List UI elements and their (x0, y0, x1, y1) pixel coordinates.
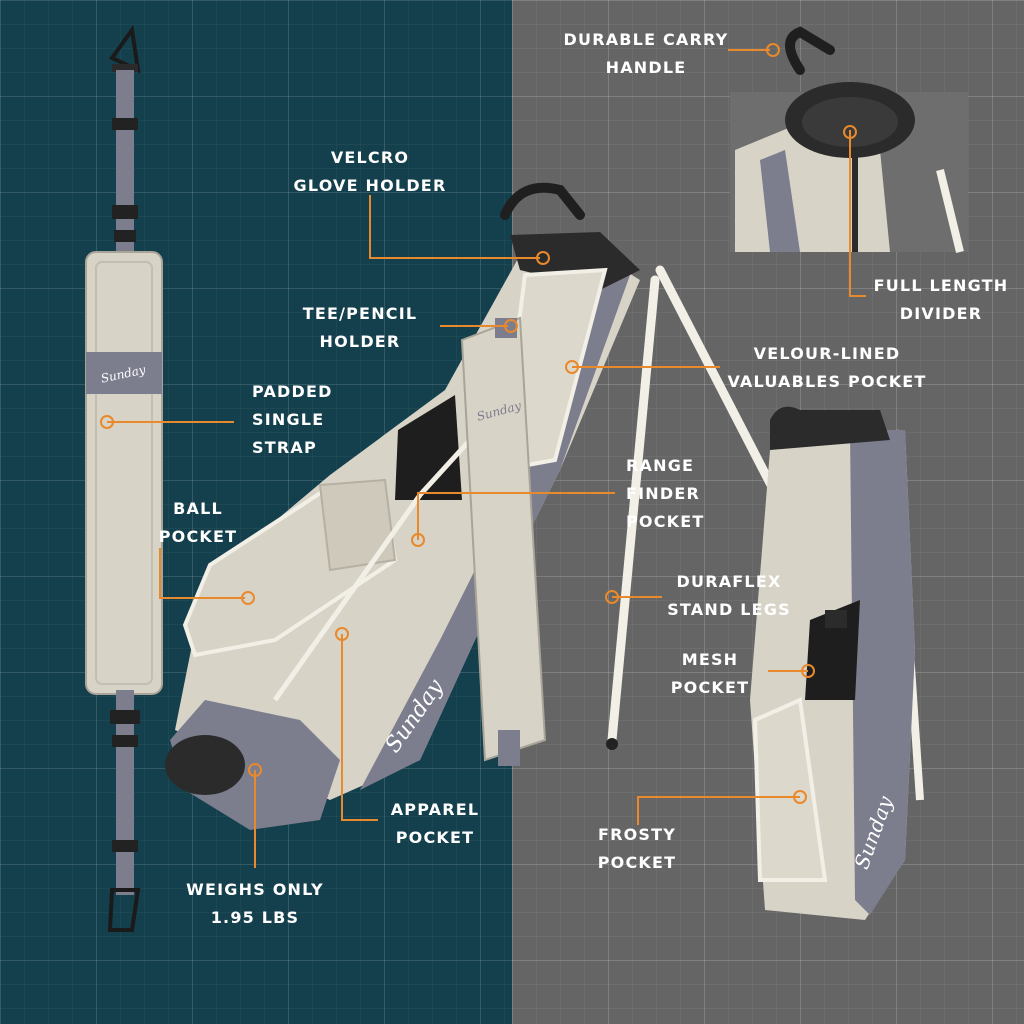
label-valuables-pocket: VELOUR-LINED VALUABLES POCKET (727, 344, 927, 391)
callout-markers (100, 43, 857, 804)
bag-back-view-illustration: Sunday (750, 406, 924, 920)
label-single-strap: PADDED SINGLE STRAP (252, 382, 333, 457)
label-range-finder-pocket: RANGE FINDER POCKET (626, 456, 705, 531)
bag-top-closeup-illustration (730, 26, 968, 253)
label-weight: WEIGHS ONLY 1.95 LBS (186, 880, 324, 927)
label-apparel-pocket: APPAREL POCKET (390, 800, 480, 847)
label-full-length-divider: FULL LENGTH DIVIDER (873, 276, 1009, 323)
label-mesh-pocket: MESH POCKET (670, 650, 750, 697)
label-stand-legs: DURAFLEX STAND LEGS (667, 572, 791, 619)
label-ball-pocket: BALL POCKET (158, 499, 238, 546)
golf-bag-illustration: Sunday Sunday (165, 182, 825, 830)
label-tee-pencil-holder: TEE/PENCIL HOLDER (302, 304, 418, 351)
callout-lines (107, 49, 866, 868)
label-glove-holder: VELCRO GLOVE HOLDER (293, 148, 447, 195)
shoulder-strap-illustration: Sunday (85, 24, 163, 932)
label-carry-handle: DURABLE CARRY HANDLE (563, 30, 729, 77)
label-frosty-pocket: FROSTY POCKET (597, 825, 677, 872)
